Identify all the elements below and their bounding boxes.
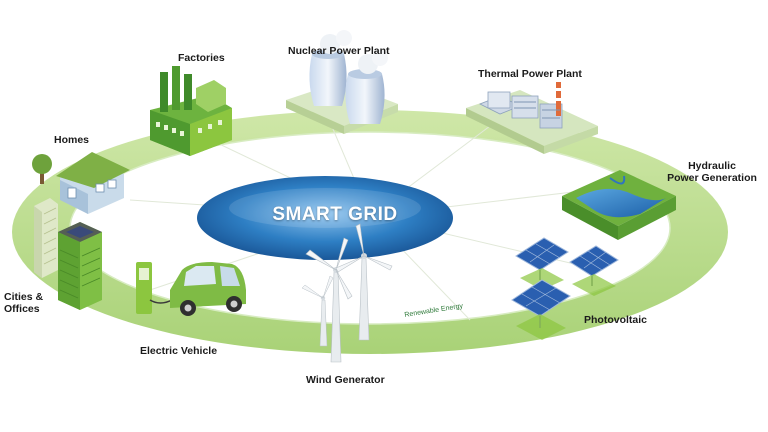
label-hydraulic-power-generation: Hydraulic Power Generation <box>662 160 762 184</box>
label-cities-offices: Cities & Offices <box>4 291 43 315</box>
label-homes: Homes <box>54 134 90 146</box>
electric-vehicle-icon <box>136 262 246 316</box>
label-electric-vehicle: Electric Vehicle <box>140 345 218 357</box>
photovoltaic-icon <box>511 237 619 340</box>
label-wind-generator: Wind Generator <box>306 374 385 386</box>
hydraulic-plant-icon <box>562 170 676 240</box>
label-cities-line2: Offices <box>4 303 40 315</box>
homes-icon <box>32 152 130 214</box>
label-hydraulic-line1: Hydraulic <box>688 160 736 172</box>
nuclear-plant-icon <box>286 30 398 134</box>
label-thermal-power-plant: Thermal Power Plant <box>478 68 582 80</box>
label-nuclear-power-plant: Nuclear Power Plant <box>288 45 390 57</box>
cities-offices-icon <box>34 198 102 310</box>
thermal-plant-icon <box>466 82 598 154</box>
label-photovoltaic: Photovoltaic <box>584 314 648 326</box>
smart-grid-title: SMART GRID <box>272 204 398 225</box>
hub-highlight <box>229 188 421 228</box>
factories-icon <box>150 66 232 156</box>
label-cities-line1: Cities & <box>4 291 44 303</box>
wind-generator-icon <box>301 223 393 363</box>
label-factories: Factories <box>178 52 225 64</box>
smart-grid-hub <box>197 176 453 260</box>
label-hydraulic-line2: Power Generation <box>667 172 757 184</box>
